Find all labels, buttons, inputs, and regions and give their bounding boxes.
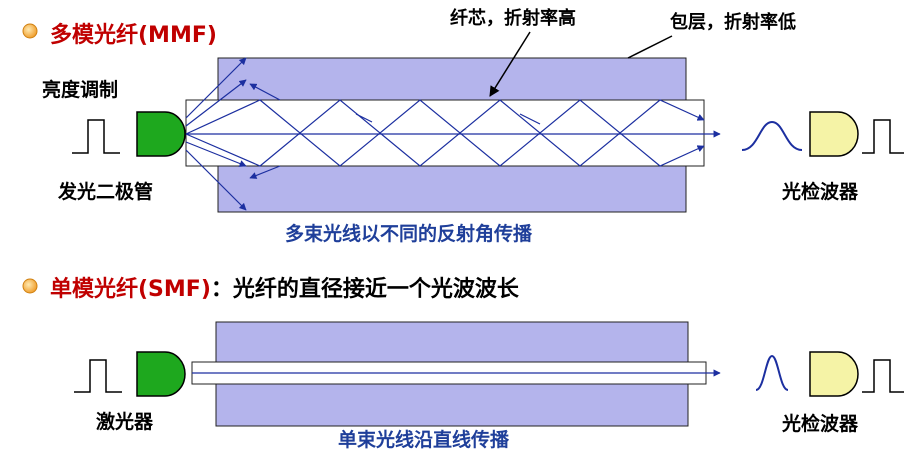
smf-output-pulse <box>755 354 789 391</box>
smf-source-label: 激光器 <box>96 410 154 433</box>
modulation-label: 亮度调制 <box>42 78 118 101</box>
mmf-detector-label: 光检波器 <box>781 180 859 203</box>
mmf-caption: 多束光线以不同的反射角传播 <box>285 222 533 245</box>
bullet-icon <box>22 23 38 39</box>
cladding-label: 包层，折射率低 <box>670 11 796 33</box>
smf-detector-icon <box>809 351 859 397</box>
mmf-core <box>185 99 705 167</box>
mmf-source-label: 发光二极管 <box>57 180 153 203</box>
smf-caption: 单束光线沿直线传播 <box>338 428 510 451</box>
mmf-detected-pulse <box>862 119 904 154</box>
mmf-input-pulse <box>72 119 120 154</box>
core-pointer <box>489 31 531 97</box>
cladding-pointer <box>627 35 673 59</box>
smf-heading-desc: ：光纤的直径接近一个光波波长 <box>211 276 520 302</box>
smf-detected-pulse <box>862 359 904 393</box>
mmf-output-pulse <box>741 120 803 151</box>
smf-input-pulse <box>74 359 122 393</box>
laser-source-icon <box>136 351 186 397</box>
core-label: 纤芯，折射率高 <box>450 7 576 29</box>
mmf-detector-icon <box>809 111 859 157</box>
mmf-heading: 多模光纤(MMF) <box>50 22 217 48</box>
mmf-rays <box>185 57 721 211</box>
bullet-icon <box>22 278 38 294</box>
svg-text:单模光纤(SMF)：光纤的直径接近一个光波波长: 单模光纤(SMF)：光纤的直径接近一个光波波长 <box>50 276 520 302</box>
led-source-icon <box>136 111 186 157</box>
smf-heading: 单模光纤(SMF) <box>50 276 211 302</box>
smf-detector-label: 光检波器 <box>781 412 859 435</box>
